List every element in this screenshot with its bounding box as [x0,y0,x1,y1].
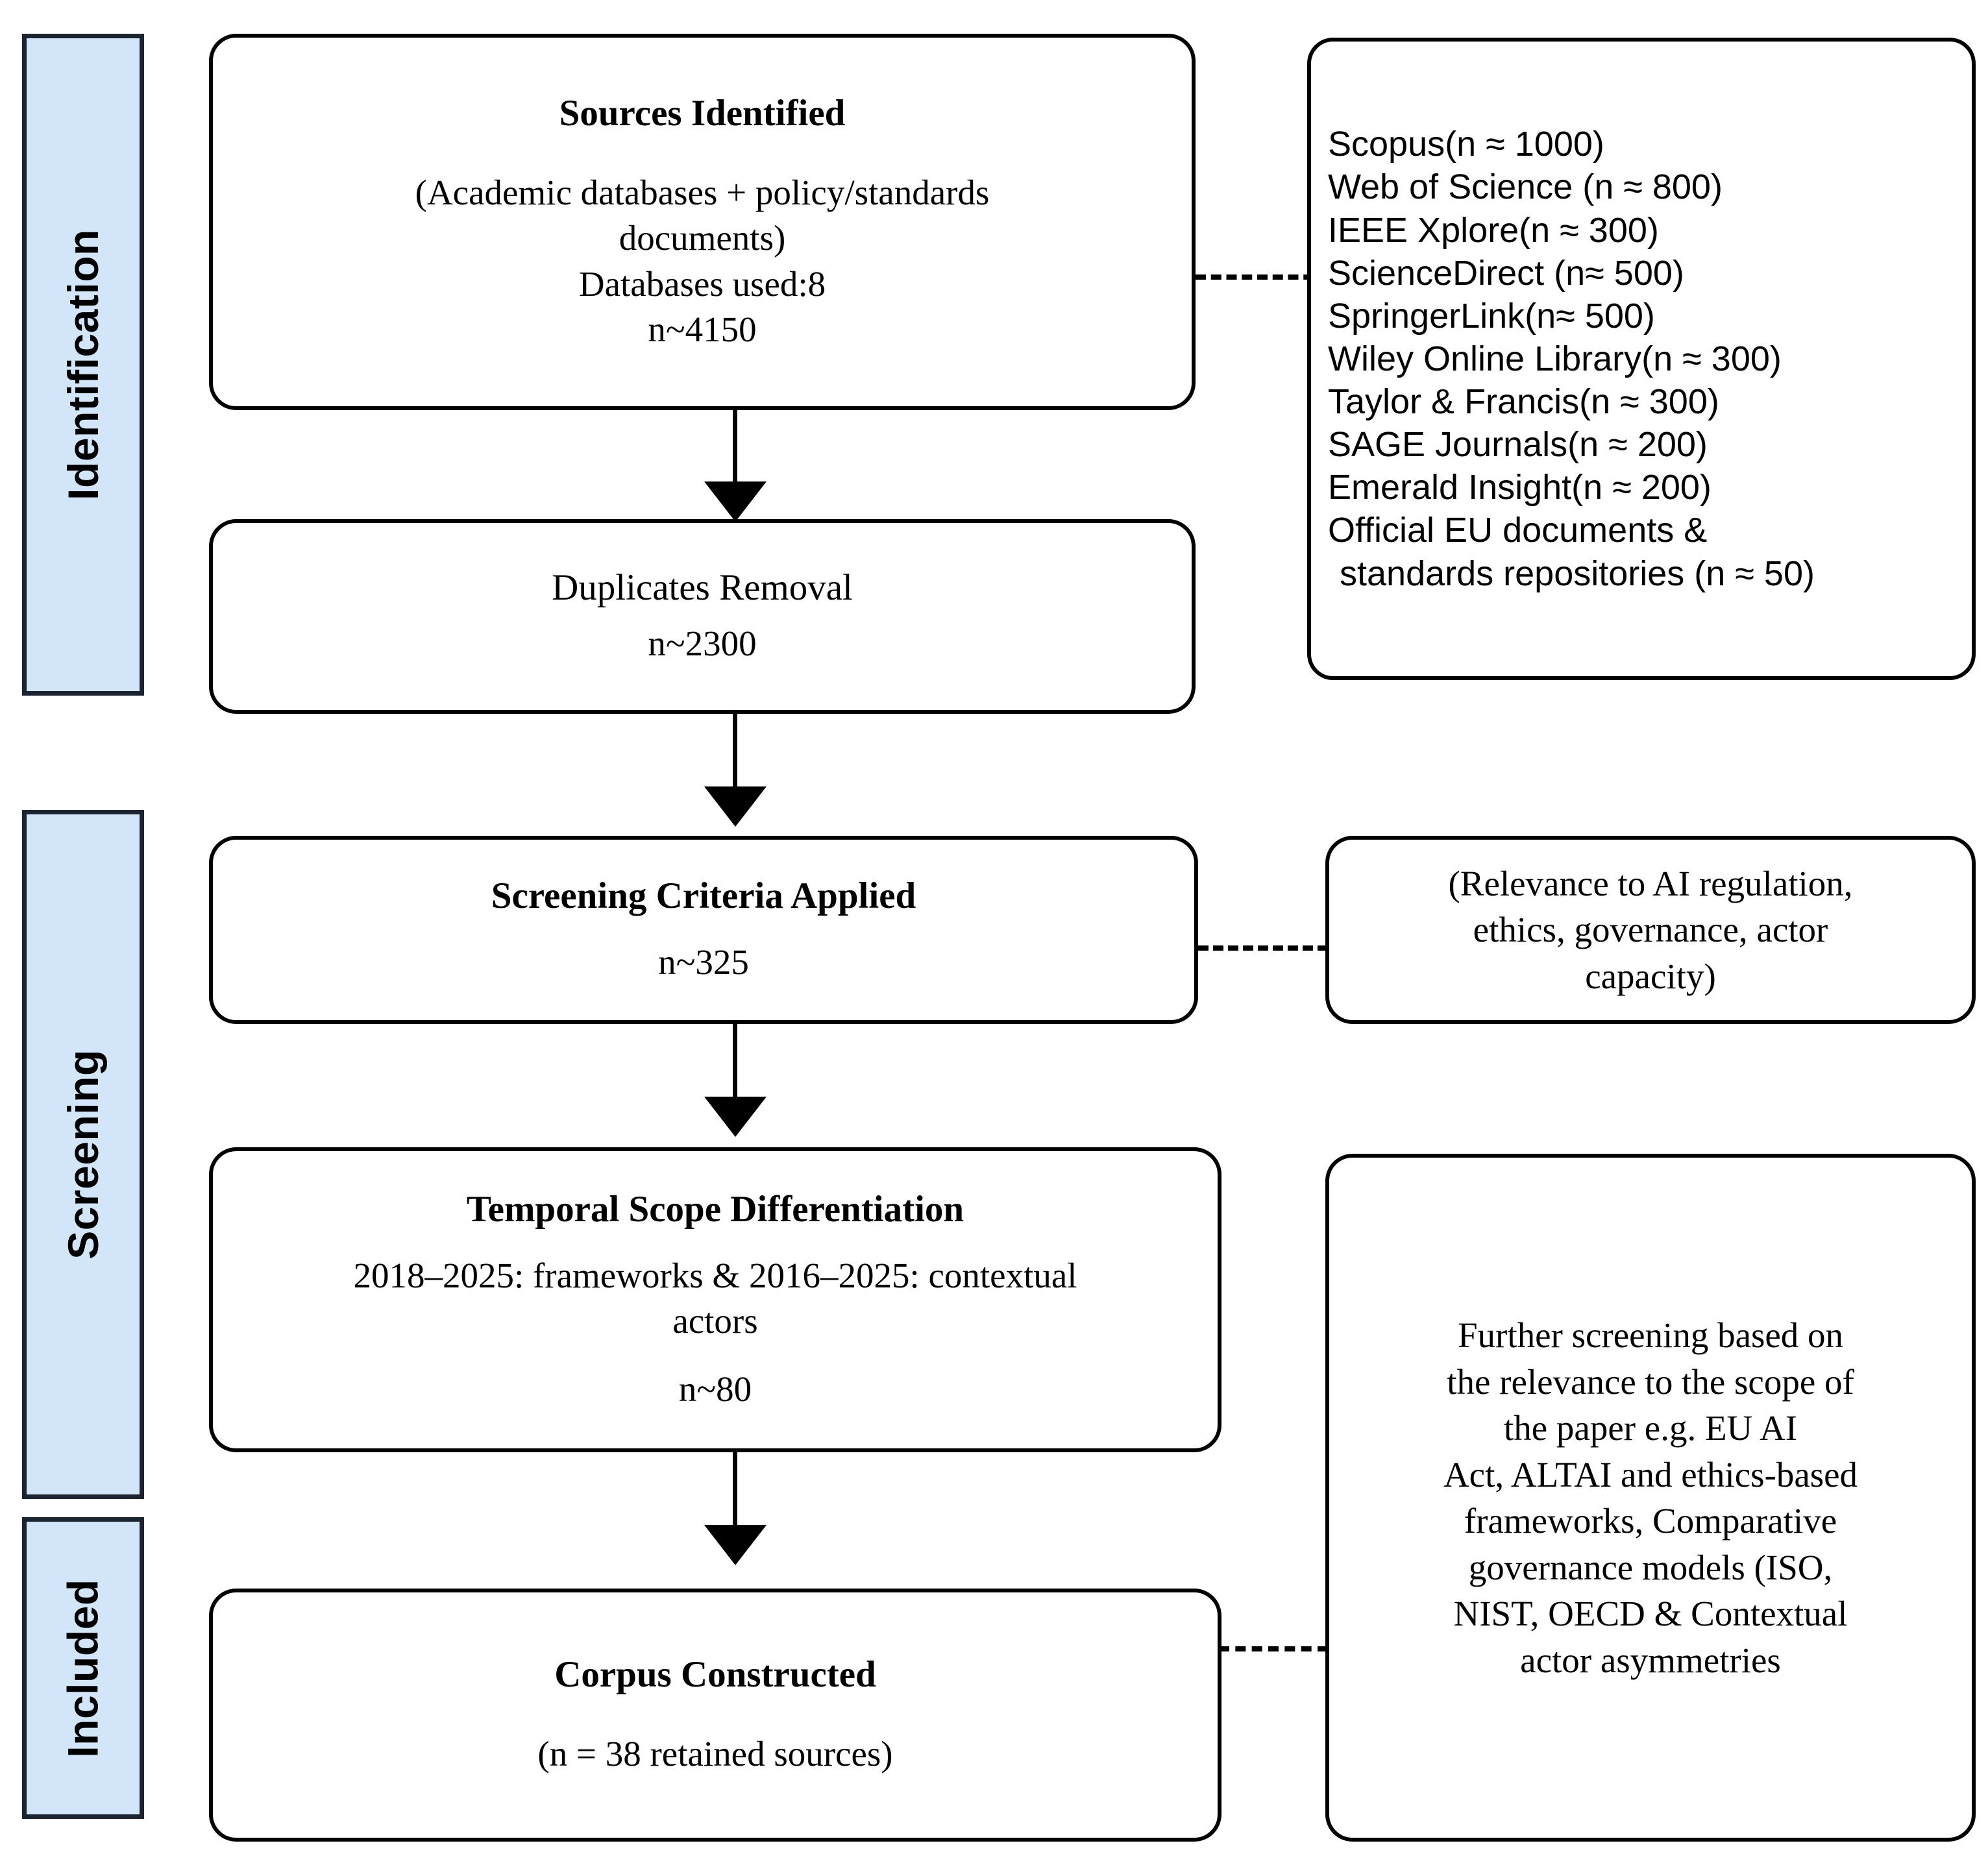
further-note-line7: NIST, OECD & Contextual [1453,1594,1848,1633]
annotation-further-screening-note: Further screening based on the relevance… [1325,1154,1976,1842]
phase-band-screening: Screening [22,810,144,1499]
list-item: standards repositories (n ≈ 50) [1340,554,1815,593]
duplicates-removal-count: n~2300 [648,624,757,664]
dashed-connector-corpus-to-further-note [1219,1646,1328,1651]
connector-screening-to-temporal [733,1024,737,1115]
arrowhead-sources-to-duplicates [704,481,767,522]
annotation-screening-criteria-note: (Relevance to AI regulation, ethics, gov… [1325,836,1976,1024]
duplicates-removal-title: Duplicates Removal [552,567,853,609]
arrowhead-duplicates-to-screening [704,786,767,827]
list-item: Scopus(n ≈ 1000) [1328,125,1604,164]
list-item: SpringerLink(n≈ 500) [1328,296,1655,335]
list-item: SAGE Journals(n ≈ 200) [1328,425,1708,465]
further-note-line6: governance models (ISO, [1468,1547,1833,1587]
connector-temporal-to-corpus [733,1452,737,1543]
screening-note-line1: (Relevance to AI regulation, [1448,863,1853,903]
connector-sources-to-duplicates [733,410,737,501]
node-temporal-scope: Temporal Scope Differentiation 2018–2025… [209,1147,1221,1452]
sources-identified-line3: Databases used:8 [578,263,826,304]
list-item: IEEE Xplore(n ≈ 300) [1328,210,1659,250]
temporal-scope-count: n~80 [678,1369,752,1409]
further-note-line8: actor asymmetries [1520,1640,1781,1680]
list-item: Taylor & Francis(n ≈ 300) [1328,382,1719,422]
corpus-constructed-title: Corpus Constructed [554,1654,876,1696]
dashed-connector-sources-to-database-list [1196,274,1329,280]
screening-note-line3: capacity) [1585,956,1716,996]
further-note-line2: the relevance to the scope of [1447,1361,1854,1402]
sources-identified-line2: documents) [619,218,786,258]
corpus-constructed-count: (n = 38 retained sources) [537,1734,893,1774]
list-item: Wiley Online Library(n ≈ 300) [1328,339,1782,378]
phase-band-identification: Identification [22,34,144,696]
sources-identified-line1: (Academic databases + policy/standards [415,172,990,212]
screening-criteria-title: Screening Criteria Applied [491,875,916,917]
temporal-scope-title: Temporal Scope Differentiation [466,1188,964,1230]
list-item: ScienceDirect (n≈ 500) [1328,253,1684,293]
node-corpus-constructed: Corpus Constructed (n = 38 retained sour… [209,1589,1221,1842]
screening-note-line2: ethics, governance, actor [1473,910,1828,950]
sources-identified-title: Sources Identified [559,92,846,134]
arrowhead-temporal-to-corpus [704,1525,767,1565]
node-screening-criteria: Screening Criteria Applied n~325 [209,836,1198,1024]
phase-band-included: Included [22,1517,144,1819]
sources-identified-line4: n~4150 [648,310,757,350]
node-sources-identified: Sources Identified (Academic databases +… [209,34,1196,410]
temporal-scope-line2: actors [672,1301,758,1341]
temporal-scope-line1: 2018–2025: frameworks & 2016–2025: conte… [353,1256,1077,1296]
node-duplicates-removal: Duplicates Removal n~2300 [209,519,1196,714]
phase-label-included: Included [59,1578,108,1758]
further-note-line5: frameworks, Comparative [1464,1501,1837,1541]
screening-criteria-count: n~325 [658,942,749,982]
further-note-line4: Act, ALTAI and ethics-based [1443,1454,1858,1494]
list-item: Web of Science (n ≈ 800) [1328,167,1723,207]
annotation-database-list: Scopus(n ≈ 1000) Web of Science (n ≈ 800… [1307,38,1976,680]
dashed-connector-screening-to-criteria-note [1198,945,1328,951]
further-note-line1: Further screening based on [1457,1315,1844,1355]
list-item: Official EU documents & [1328,511,1708,550]
phase-label-screening: Screening [59,1049,108,1260]
further-note-line3: the paper e.g. EU AI [1503,1408,1798,1448]
connector-duplicates-to-screening [733,714,737,805]
arrowhead-screening-to-temporal [704,1097,767,1137]
phase-label-identification: Identification [59,229,108,500]
list-item: Emerald Insight(n ≈ 200) [1328,468,1712,507]
